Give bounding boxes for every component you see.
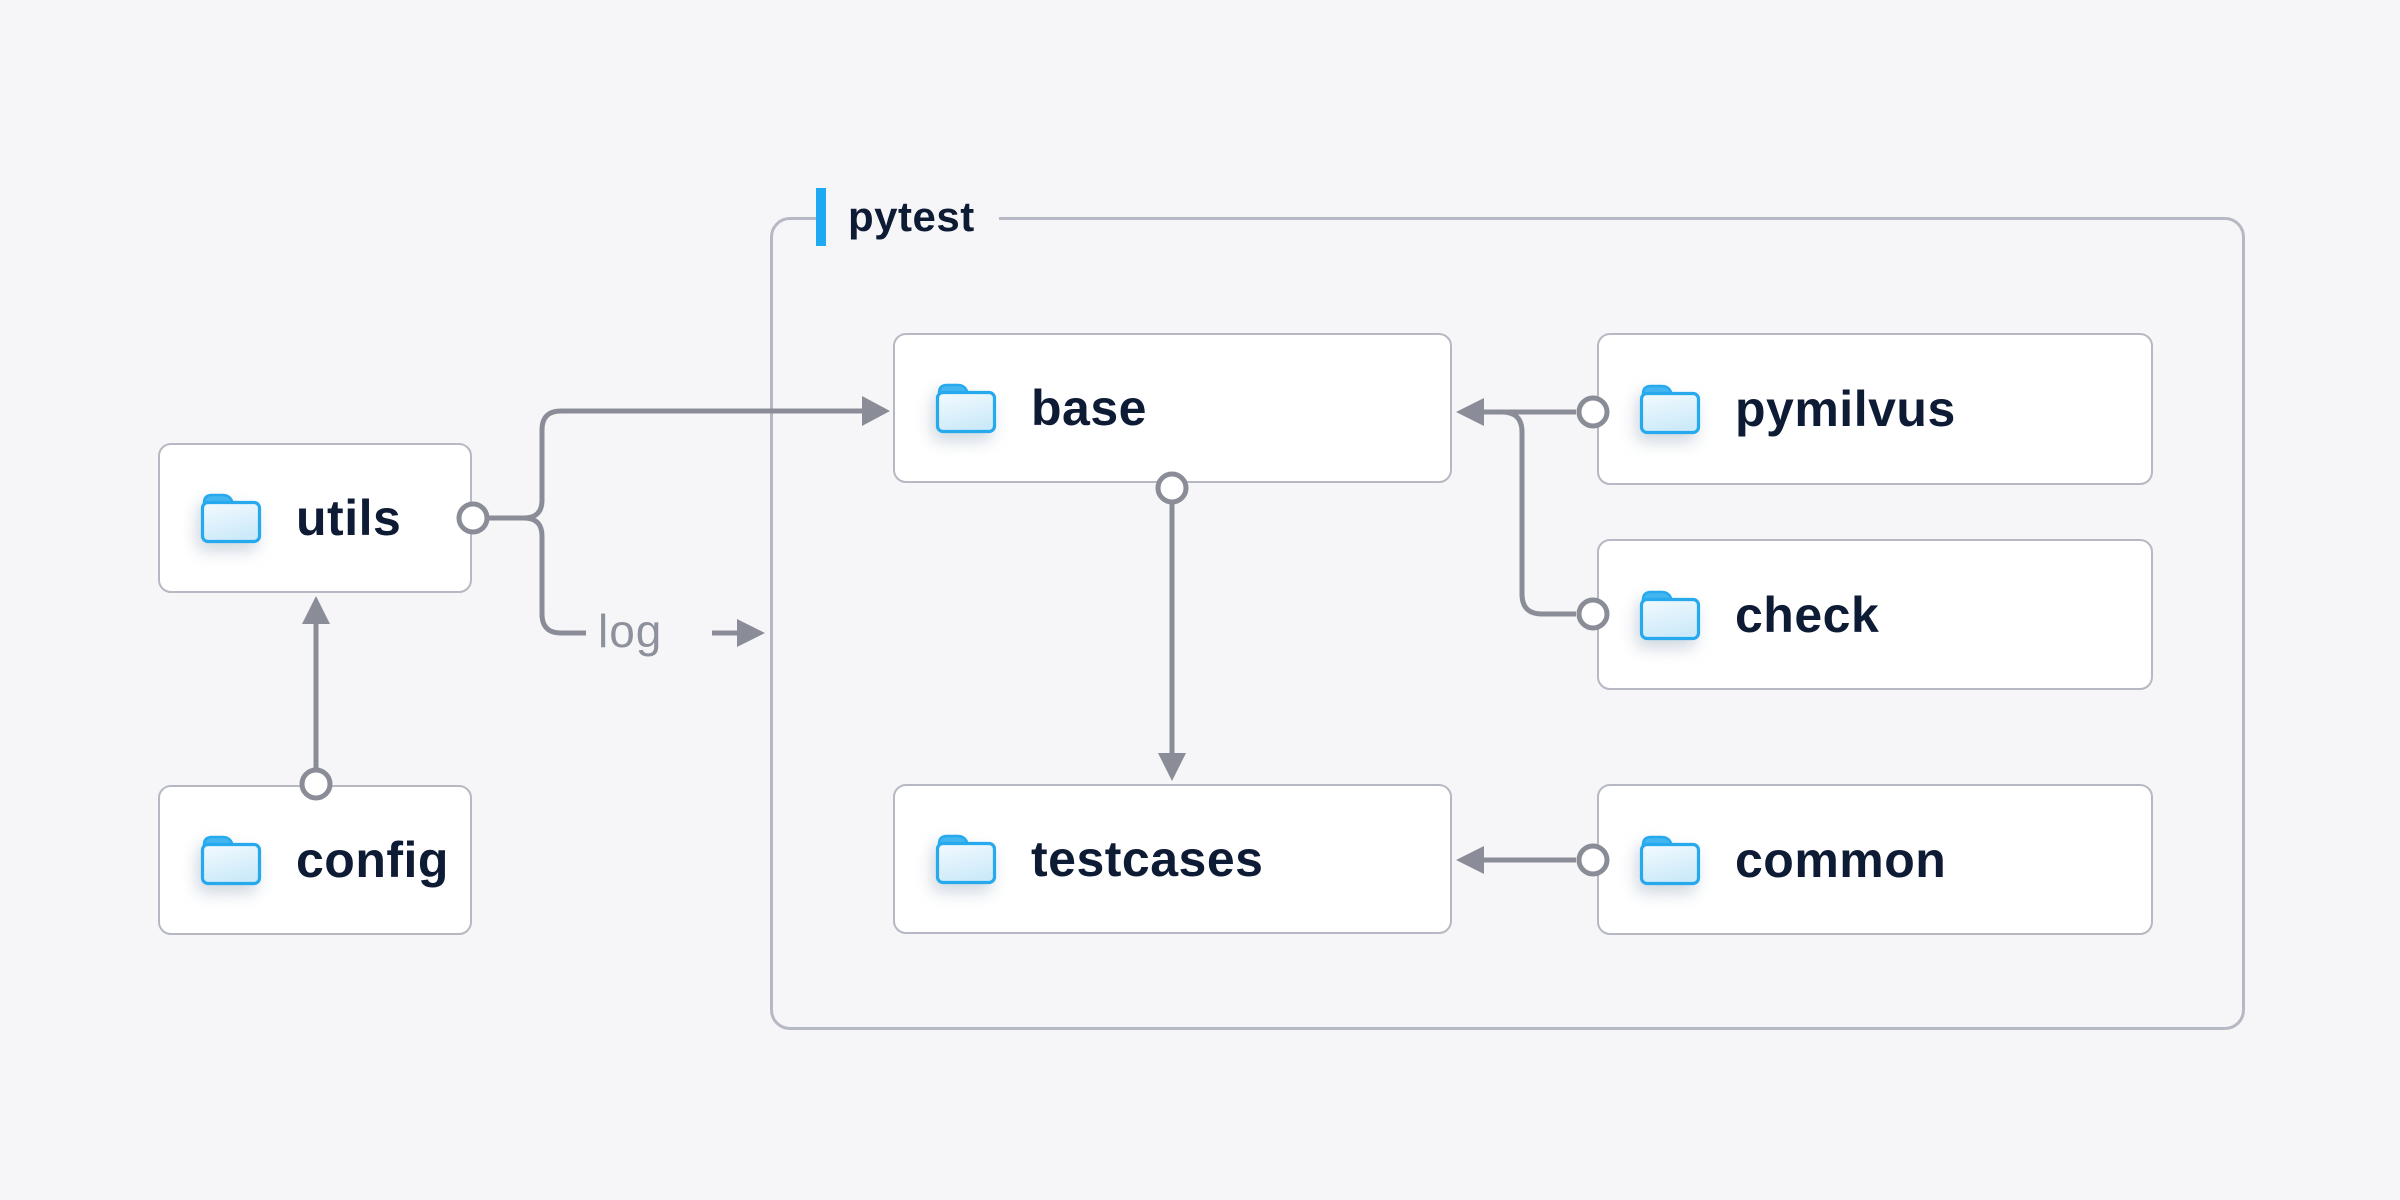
node-config-label: config [296,832,449,888]
edge-label-log: log [598,605,663,657]
node-pymilvus: pymilvus [1597,333,2153,485]
node-utils-label: utils [296,490,402,546]
group-title: pytest [848,193,975,240]
pytest-group-container [770,217,2245,1030]
node-common-label: common [1735,831,1947,888]
pytest-group-label: pytest [816,186,999,248]
folder-icon [200,835,262,886]
edge-config-utils-arrowhead [302,596,330,624]
node-testcases: testcases [893,784,1452,934]
folder-icon [200,493,262,544]
node-pymilvus-label: pymilvus [1735,381,1956,437]
node-utils: utils [158,443,472,593]
edge-log-arrowhead [737,619,765,647]
folder-icon [1639,384,1701,435]
node-config: config [158,785,472,935]
node-check: check [1597,539,2153,690]
node-check-label: check [1735,586,1880,643]
node-base: base [893,333,1452,483]
accent-bar [816,188,826,246]
edge-utils-log [487,515,586,636]
node-common: common [1597,784,2153,935]
folder-icon [1639,590,1701,640]
folder-icon [935,383,997,434]
node-testcases-label: testcases [1031,831,1264,887]
node-base-label: base [1031,380,1147,436]
folder-icon [1639,835,1701,885]
folder-icon [935,834,997,885]
